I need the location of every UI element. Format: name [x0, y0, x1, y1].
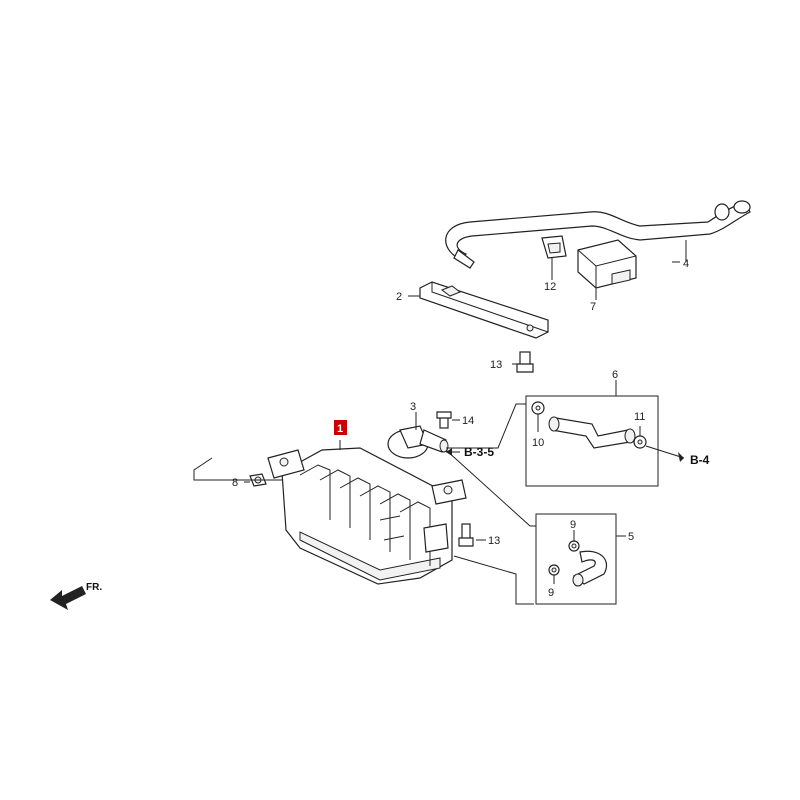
callout-12: 12 [544, 281, 556, 293]
callout-13-lower: 13 [488, 535, 500, 547]
clamp-part-9-lower[interactable] [548, 564, 560, 576]
canister-part-1[interactable] [267, 447, 467, 585]
valve-part-3[interactable] [387, 425, 449, 459]
callout-6: 6 [612, 369, 618, 381]
bolt-part-13-upper[interactable] [516, 351, 534, 373]
clamp-part-10[interactable] [531, 401, 545, 415]
leader-lines [193, 240, 687, 605]
callout-8: 8 [232, 477, 238, 489]
bolt-part-13-lower[interactable] [458, 523, 474, 547]
ref-b-4[interactable]: B-4 [690, 453, 710, 467]
callout-box-5 [535, 513, 617, 605]
callout-7: 7 [590, 301, 596, 313]
selected-part-marker[interactable]: 1 [334, 420, 347, 435]
callout-10: 10 [532, 437, 544, 449]
callout-5: 5 [628, 531, 634, 543]
tube-part-4[interactable] [445, 200, 751, 269]
clamp-part-9-upper[interactable] [568, 540, 580, 552]
callout-2: 2 [396, 291, 402, 303]
callout-1: 1 [337, 423, 343, 435]
callout-9-upper: 9 [570, 519, 576, 531]
bolt-part-14[interactable] [436, 411, 452, 429]
callout-9-lower: 9 [548, 587, 554, 599]
clamp-part-11[interactable] [633, 435, 647, 449]
hose-part-5[interactable] [572, 550, 608, 587]
callout-13-upper: 13 [490, 359, 502, 371]
ref-b-3-5[interactable]: B-3-5 [464, 445, 494, 459]
front-label: FR. [86, 582, 102, 593]
clip-part-12[interactable] [541, 235, 567, 272]
callout-14: 14 [462, 415, 474, 427]
front-arrow: FR. [50, 582, 102, 610]
callout-box-6 [525, 395, 659, 487]
bracket-part-2[interactable] [419, 281, 549, 339]
hose-part-6[interactable] [548, 416, 636, 449]
callout-4: 4 [683, 258, 689, 270]
bracket-part-7[interactable] [577, 239, 637, 289]
callout-3: 3 [410, 401, 416, 413]
callout-11: 11 [634, 411, 645, 423]
